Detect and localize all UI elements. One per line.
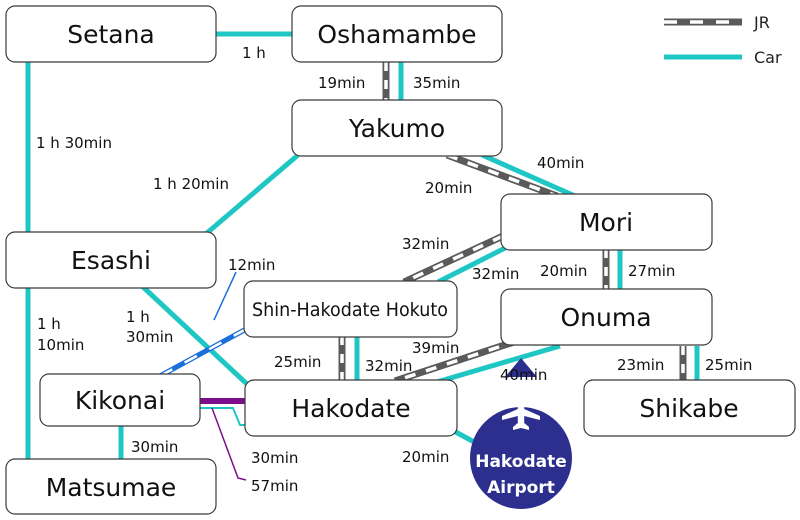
time-mori-shin-jr: 32min bbox=[402, 235, 449, 253]
time-hakodate-airport: 20min bbox=[402, 448, 449, 466]
airport-name-line1: Hakodate bbox=[475, 452, 567, 472]
place-label-esashi: Esashi bbox=[71, 246, 151, 275]
car-route-yakumo-mori bbox=[480, 152, 577, 199]
time-onuma-hakodate-jr: 39min bbox=[412, 339, 459, 357]
time-shin-hakodate-jr: 25min bbox=[274, 353, 321, 371]
time-esashi-shin: 12min bbox=[228, 256, 275, 274]
place-kikonai[interactable]: Kikonai bbox=[39, 373, 201, 427]
place-label-setana: Setana bbox=[67, 20, 155, 49]
place-label-hakodate: Hakodate bbox=[291, 394, 410, 423]
legend: JR Car bbox=[664, 13, 782, 67]
time-mori-onuma-car: 27min bbox=[628, 262, 675, 280]
rail-routes bbox=[200, 398, 247, 481]
place-mori[interactable]: Mori bbox=[500, 193, 713, 251]
car-routes bbox=[25, 31, 700, 460]
time-kikonai-hakodate-car: 30min bbox=[251, 449, 298, 467]
place-esashi[interactable]: Esashi bbox=[5, 231, 217, 289]
place-oshamambe[interactable]: Oshamambe bbox=[291, 5, 503, 63]
time-mori-onuma-jr: 20min bbox=[540, 262, 587, 280]
jr-route-onuma-hakodate bbox=[393, 336, 522, 385]
time-onuma-shikabe-car: 25min bbox=[705, 356, 752, 374]
car-route-mori-shin bbox=[436, 243, 511, 285]
time-esashi-hakodate-1: 1 h bbox=[126, 308, 150, 326]
time-yakumo-mori-jr: 20min bbox=[425, 179, 472, 197]
time-esashi-matsumae-1: 1 h bbox=[37, 315, 61, 333]
place-shikabe[interactable]: Shikabe bbox=[583, 379, 796, 437]
place-onuma[interactable]: Onuma bbox=[500, 288, 713, 346]
blue-route-kikonai-shin bbox=[158, 325, 250, 379]
place-label-shikabe: Shikabe bbox=[639, 394, 738, 423]
time-kikonai-hakodate-rail: 57min bbox=[251, 477, 298, 495]
rail-route-kikonai-hakodate-label-leader bbox=[211, 407, 247, 481]
car-route-onuma-hakodate bbox=[429, 343, 561, 387]
time-oshamambe-yakumo-jr: 19min bbox=[318, 74, 365, 92]
time-shin-hakodate-car: 32min bbox=[365, 357, 412, 375]
time-onuma-hakodate-car: 40min bbox=[500, 366, 547, 384]
place-label-yakumo: Yakumo bbox=[348, 114, 445, 143]
place-label-matsumae: Matsumae bbox=[46, 473, 177, 502]
time-yakumo-mori-car: 40min bbox=[537, 154, 584, 172]
blue-route-label-leader bbox=[213, 271, 237, 321]
time-yakumo-esashi: 1 h 20min bbox=[153, 175, 229, 193]
legend-car-label: Car bbox=[754, 48, 782, 67]
jr-route-mori-shin bbox=[402, 232, 505, 286]
time-esashi-hakodate-2: 30min bbox=[126, 328, 173, 346]
time-mori-shin-car: 32min bbox=[472, 265, 519, 283]
airport-marker[interactable]: Hakodate Airport bbox=[470, 358, 572, 509]
place-label-onuma: Onuma bbox=[560, 303, 651, 332]
airport-name-line2: Airport bbox=[487, 478, 555, 498]
airport-circle bbox=[470, 407, 572, 509]
jr-routes bbox=[338, 62, 687, 385]
time-setana-oshamambe: 1 h bbox=[242, 44, 266, 62]
place-label-oshamambe: Oshamambe bbox=[317, 20, 476, 49]
travel-times: 1 h 1 h 30min 19min 35min 1 h 20min 40mi… bbox=[36, 44, 752, 495]
legend-jr-label: JR bbox=[753, 13, 770, 32]
place-shin-hakodate-hokuto[interactable]: Shin-Hakodate Hokuto bbox=[243, 280, 458, 338]
time-onuma-shikabe-jr: 23min bbox=[617, 356, 664, 374]
time-oshamambe-yakumo-car: 35min bbox=[413, 74, 460, 92]
airplane-icon bbox=[502, 394, 540, 430]
place-matsumae[interactable]: Matsumae bbox=[5, 458, 217, 515]
car-route-esashi-hakodate bbox=[140, 284, 250, 387]
time-esashi-matsumae-2: 10min bbox=[37, 336, 84, 354]
place-label-kikonai: Kikonai bbox=[75, 386, 165, 415]
blue-routes bbox=[158, 271, 250, 379]
time-setana-esashi: 1 h 30min bbox=[36, 134, 112, 152]
place-nodes: Setana Oshamambe Yakumo Mori Esashi Shin… bbox=[5, 5, 796, 515]
jr-route-yakumo-mori bbox=[445, 151, 559, 200]
place-setana[interactable]: Setana bbox=[5, 5, 217, 63]
airport-pin-tip bbox=[505, 358, 537, 377]
place-label-mori: Mori bbox=[579, 208, 633, 237]
time-kikonai-matsumae: 30min bbox=[131, 438, 178, 456]
car-route-kikonai-hakodate bbox=[200, 407, 246, 426]
place-yakumo[interactable]: Yakumo bbox=[291, 99, 503, 157]
place-label-shin-hakodate-hokuto: Shin-Hakodate Hokuto bbox=[252, 299, 448, 321]
place-hakodate[interactable]: Hakodate bbox=[244, 379, 458, 437]
car-route-yakumo-esashi bbox=[205, 153, 300, 235]
